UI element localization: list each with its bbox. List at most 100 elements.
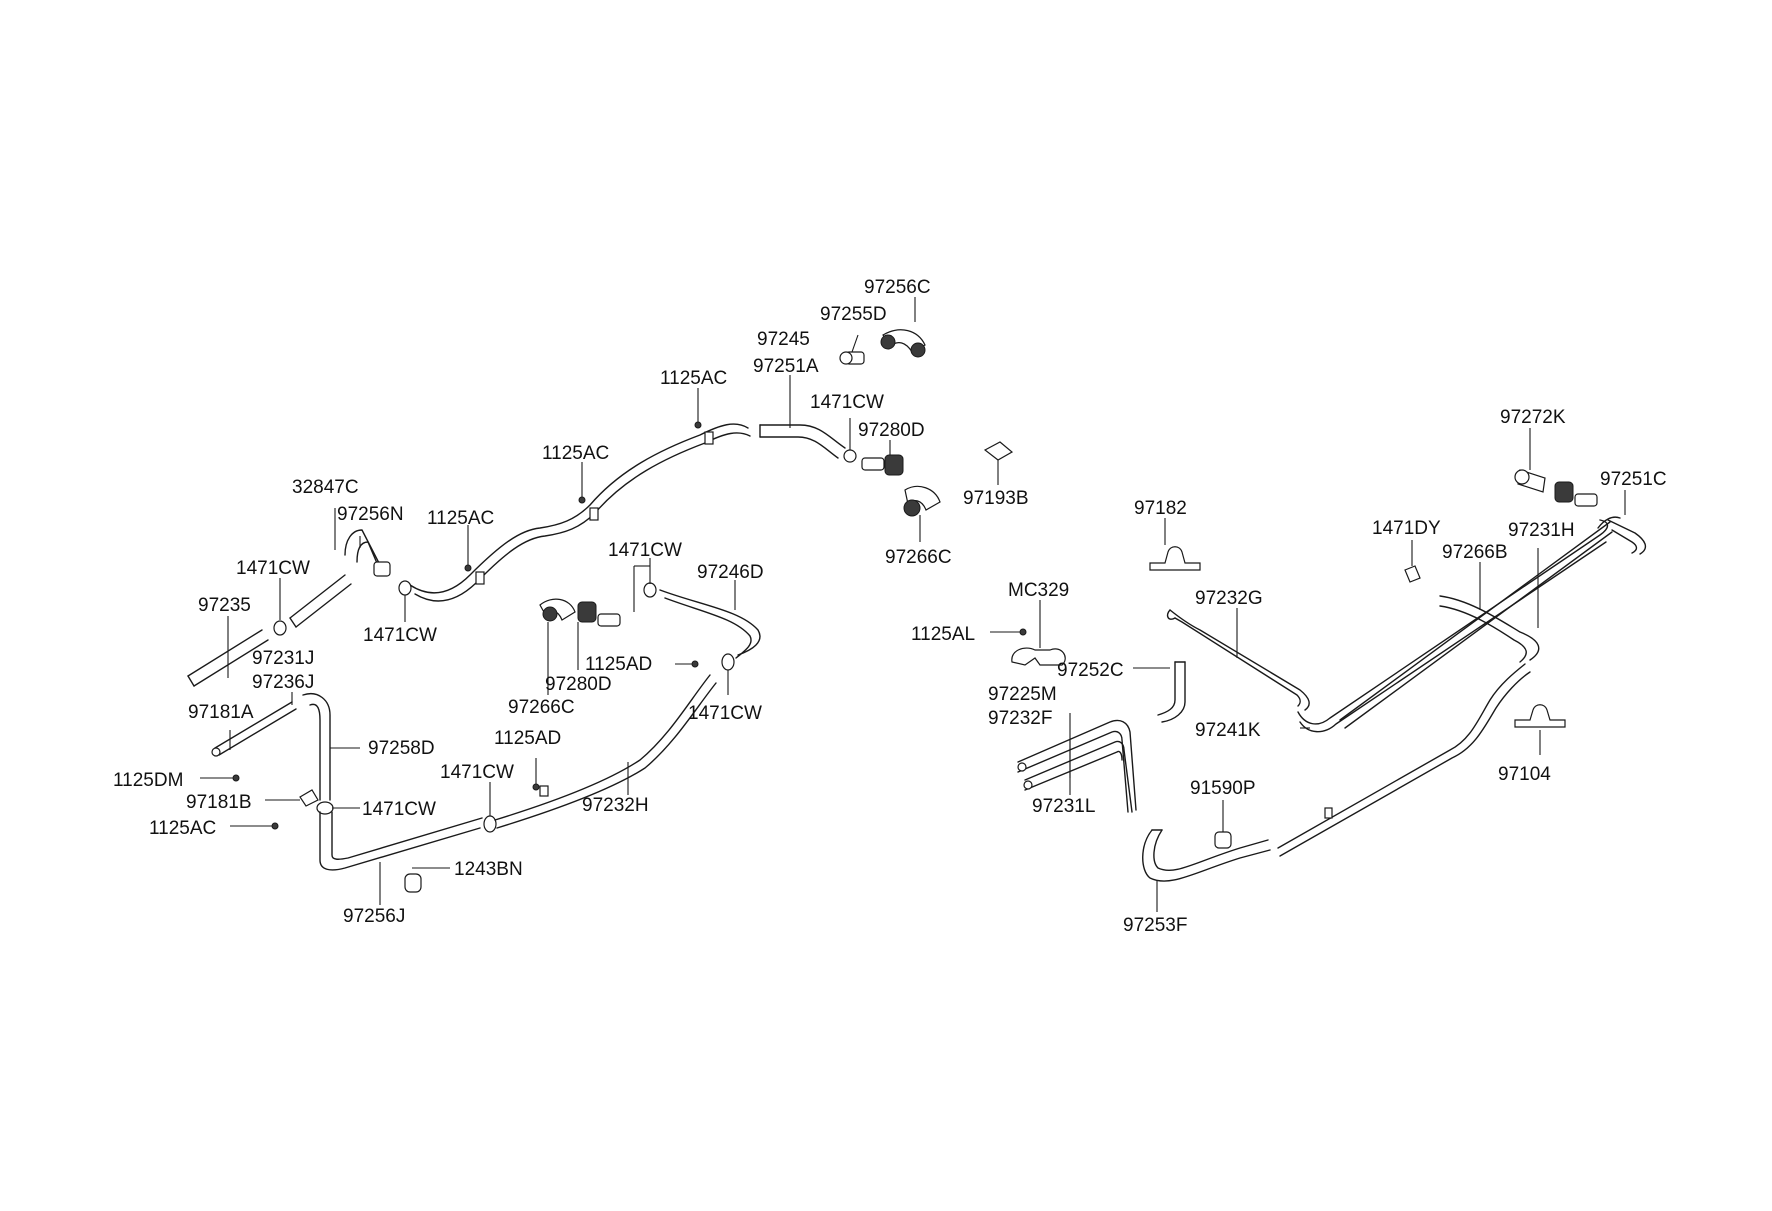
- label-97256C-top: 97256C: [864, 277, 931, 298]
- connector-pair-right: [1554, 481, 1598, 507]
- label-97104: 97104: [1498, 764, 1551, 785]
- pipe-97241K: [1297, 519, 1609, 733]
- label-97255D: 97255D: [820, 304, 887, 325]
- label-97256J: 97256J: [343, 906, 405, 927]
- label-97232H: 97232H: [582, 795, 649, 816]
- bracket-MC329: [1011, 647, 1066, 666]
- clip-1125AD-a: [691, 660, 699, 668]
- pipe-97232G: [1166, 609, 1310, 711]
- label-97272K: 97272K: [1500, 407, 1566, 428]
- label-97235: 97235: [198, 595, 251, 616]
- label-97232F: 97232F: [988, 708, 1052, 729]
- clip-1125AC-d: [271, 822, 279, 830]
- label-97256N: 97256N: [337, 504, 404, 525]
- grommet-91590P: [1214, 831, 1232, 849]
- bracket-97181B: [299, 789, 319, 807]
- label-97245: 97245: [757, 329, 810, 350]
- label-97181B: 97181B: [186, 792, 252, 813]
- label-97236J: 97236J: [252, 672, 314, 693]
- hose-97253F: [1142, 829, 1271, 882]
- hose-97235: [187, 629, 269, 687]
- callout-labels: 97256C 97255D 97245 97251A 1125AC 1471CW…: [113, 277, 1667, 936]
- label-MC329: MC329: [1008, 580, 1069, 601]
- label-1471CW-d: 1471CW: [608, 540, 682, 561]
- label-97225M: 97225M: [988, 684, 1057, 705]
- clip-1125AD-b: [532, 783, 549, 797]
- label-97253F: 97253F: [1123, 915, 1187, 936]
- label-97193B: 97193B: [963, 488, 1029, 509]
- clip-1125AC-c: [464, 564, 485, 585]
- clip-1471DY: [1404, 565, 1421, 583]
- elbow-97266C-a: [903, 485, 941, 517]
- label-1471CW-a: 1471CW: [810, 392, 884, 413]
- hose-97181A: [211, 701, 297, 757]
- hose-97252C: [1157, 661, 1186, 723]
- label-1243BN: 1243BN: [454, 859, 523, 880]
- pipe-bundle-97225M-97232F-97231L: [1017, 719, 1137, 813]
- clamp-1471CW-c: [273, 620, 287, 636]
- elbow-97266C-b: [539, 598, 576, 622]
- label-1471CW-e: 1471CW: [688, 703, 762, 724]
- clamp-1471CW-a: [843, 449, 857, 463]
- label-1125AC-a: 1125AC: [660, 368, 727, 389]
- label-97266C-a: 97266C: [885, 547, 952, 568]
- label-1125AC-c: 1125AC: [427, 508, 494, 529]
- pipe-97232H: [494, 674, 717, 829]
- hose-97258D: [302, 693, 331, 801]
- hose-97251C: [1597, 516, 1647, 555]
- label-1125AL: 1125AL: [911, 624, 975, 645]
- label-1125AD-b: 1125AD: [494, 728, 561, 749]
- label-97241K: 97241K: [1195, 720, 1261, 741]
- label-1125AC-d: 1125AC: [149, 818, 216, 839]
- pipe-97231H: [1339, 521, 1613, 729]
- pipe-97251A: [759, 424, 846, 459]
- bracket-97104: [1514, 704, 1566, 728]
- label-1471CW-f: 1471CW: [440, 762, 514, 783]
- label-1471CW-c: 1471CW: [363, 625, 437, 646]
- label-97251A: 97251A: [753, 356, 819, 377]
- hose-97256N: [344, 529, 391, 577]
- label-97251C: 97251C: [1600, 469, 1667, 490]
- label-97231J: 97231J: [252, 648, 314, 669]
- label-97231L: 97231L: [1032, 796, 1095, 817]
- hose-97246D: [659, 589, 761, 659]
- connector-97280D-b: [577, 601, 621, 627]
- clamp-1471CW-g: [483, 815, 497, 833]
- clip-1125AC-b: [578, 496, 599, 521]
- label-97258D: 97258D: [368, 738, 435, 759]
- bracket-97193B: [983, 441, 1014, 478]
- clip-1125DM: [232, 774, 240, 782]
- label-1471CW-g: 1471CW: [362, 799, 436, 820]
- hose-97235-short: [289, 574, 352, 628]
- label-1125DM: 1125DM: [113, 770, 183, 791]
- label-97246D: 97246D: [697, 562, 764, 583]
- clamp-1471CW-b: [398, 580, 412, 596]
- elbow-97256C-top: [880, 329, 926, 358]
- clamp-1471CW-e: [721, 653, 735, 671]
- clamp-1471CW-d: [643, 582, 657, 598]
- pipe-97266B: [1439, 595, 1540, 663]
- label-97266C-b: 97266C: [508, 697, 575, 718]
- label-97232G: 97232G: [1195, 588, 1263, 609]
- pipe-97232H-right: [1277, 663, 1531, 857]
- clip-on-lower-right-pipe: [1324, 807, 1333, 819]
- leader-lines: [200, 297, 1626, 912]
- connector-97272K: [1514, 469, 1546, 493]
- label-91590P: 91590P: [1190, 778, 1256, 799]
- connector-97255D: [839, 351, 865, 365]
- label-1471DY: 1471DY: [1372, 518, 1441, 539]
- hose-97256J: [319, 811, 483, 871]
- label-97182: 97182: [1134, 498, 1187, 519]
- label-97280D-b: 97280D: [545, 674, 612, 695]
- label-97280D-a: 97280D: [858, 420, 925, 441]
- bracket-97182: [1149, 546, 1201, 571]
- label-97266B: 97266B: [1442, 542, 1508, 563]
- label-1471CW-b: 1471CW: [236, 558, 310, 579]
- label-97231H: 97231H: [1508, 520, 1575, 541]
- label-1125AC-b: 1125AC: [542, 443, 609, 464]
- label-97181A: 97181A: [188, 702, 254, 723]
- label-32847C: 32847C: [292, 477, 359, 498]
- label-97252C: 97252C: [1057, 660, 1124, 681]
- clip-1125AL: [1019, 628, 1027, 636]
